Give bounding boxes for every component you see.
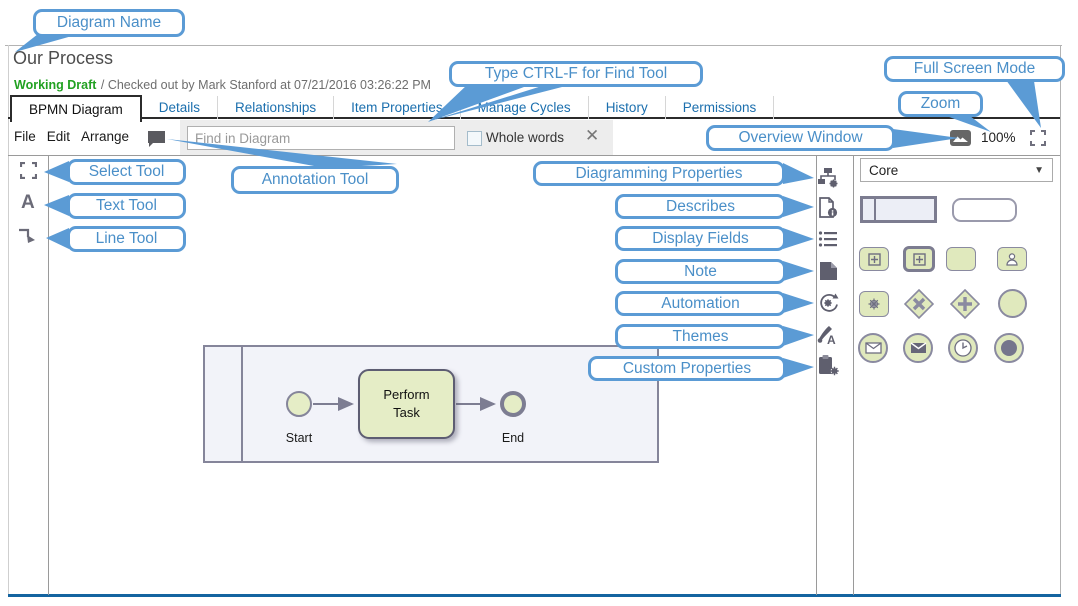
custom-properties-icon[interactable] xyxy=(818,354,840,377)
svg-text:A: A xyxy=(827,333,836,346)
automation-icon[interactable] xyxy=(817,292,839,314)
menu-arrange[interactable]: Arrange xyxy=(81,129,130,144)
bpmn-lane-header[interactable] xyxy=(205,347,243,461)
palette-shape-task[interactable] xyxy=(946,247,976,271)
callout-full-screen: Full Screen Mode xyxy=(884,56,1065,82)
palette-shape-parallel-gateway[interactable] xyxy=(950,289,980,319)
bpmn-start-event[interactable] xyxy=(286,391,312,417)
tab-item-properties[interactable]: Item Properties xyxy=(334,96,461,119)
menu-bar: File Edit Arrange xyxy=(14,129,129,144)
tab-relationships[interactable]: Relationships xyxy=(218,96,335,119)
palette-shape-end-event[interactable] xyxy=(994,333,1024,363)
tab-details[interactable]: Details xyxy=(142,96,219,119)
callout-custom-properties: Custom Properties xyxy=(588,356,786,381)
status-badge: Working Draft xyxy=(14,78,97,92)
annotation-tool-icon[interactable] xyxy=(147,130,166,147)
callout-note: Note xyxy=(615,259,786,284)
tab-bpmn-diagram[interactable]: BPMN Diagram xyxy=(10,95,142,122)
palette-shape-call-activity[interactable] xyxy=(903,246,935,272)
callout-overview-window: Overview Window xyxy=(706,125,895,151)
palette-dropdown[interactable]: Core ▼ xyxy=(860,158,1053,182)
window-top-border xyxy=(5,45,1062,46)
callout-diagramming-properties: Diagramming Properties xyxy=(533,161,785,186)
text-tool-icon[interactable]: A xyxy=(21,192,35,213)
palette-shape-pool[interactable] xyxy=(860,196,937,223)
fullscreen-icon[interactable] xyxy=(1030,130,1046,146)
describes-icon[interactable] xyxy=(818,197,839,219)
callout-describes: Describes xyxy=(615,194,786,219)
tab-history[interactable]: History xyxy=(589,96,666,119)
callout-line-tool: Line Tool xyxy=(67,226,186,252)
palette-shape-message-throw-event[interactable] xyxy=(903,333,933,363)
palette-shape-user-task[interactable] xyxy=(997,247,1027,271)
palette-shape-message-start-event[interactable] xyxy=(858,333,888,363)
callout-zoom: Zoom xyxy=(898,91,983,117)
callout-select-tool: Select Tool xyxy=(67,159,186,185)
window-left-border xyxy=(8,45,9,595)
tab-bar: BPMN Diagram Details Relationships Item … xyxy=(10,95,775,122)
select-tool-icon[interactable] xyxy=(20,162,37,179)
close-find-icon[interactable]: ✕ xyxy=(585,126,600,145)
whole-words-checkbox[interactable] xyxy=(467,131,482,146)
bpmn-task-label: Perform Task xyxy=(383,386,430,420)
overview-window-icon[interactable] xyxy=(950,130,971,146)
callout-diagram-name: Diagram Name xyxy=(33,9,185,37)
callout-text-tool: Text Tool xyxy=(67,193,186,219)
palette-shape-timer-event[interactable] xyxy=(948,333,978,363)
chevron-down-icon: ▼ xyxy=(1034,164,1044,176)
callout-themes: Themes xyxy=(615,324,786,349)
palette-shape-subprocess[interactable] xyxy=(859,247,889,271)
bpmn-task[interactable]: Perform Task xyxy=(358,369,455,439)
page-title: Our Process xyxy=(13,48,114,68)
callout-display-fields: Display Fields xyxy=(615,226,786,251)
checkout-info: / Checked out by Mark Stanford at 07/21/… xyxy=(100,78,431,92)
palette-dropdown-value: Core xyxy=(869,162,899,178)
note-icon[interactable] xyxy=(819,261,838,281)
diagramming-properties-icon[interactable] xyxy=(817,167,839,189)
tab-permissions[interactable]: Permissions xyxy=(666,96,775,119)
window-right-border xyxy=(1060,45,1061,595)
bpmn-start-label: Start xyxy=(285,431,313,445)
bpmn-end-event[interactable] xyxy=(500,391,526,417)
palette-shape-start-event[interactable] xyxy=(998,289,1027,318)
themes-icon[interactable]: A xyxy=(817,324,840,346)
palette-shape-exclusive-gateway[interactable] xyxy=(904,289,934,319)
palette-shape-rounded-rectangle[interactable] xyxy=(952,198,1017,222)
callout-automation: Automation xyxy=(615,291,786,316)
menu-edit[interactable]: Edit xyxy=(46,129,71,144)
bpmn-connectors xyxy=(313,397,496,411)
callout-annotation-tool: Annotation Tool xyxy=(231,166,399,194)
display-fields-icon[interactable] xyxy=(818,230,838,248)
bpmn-end-label: End xyxy=(501,431,525,445)
callout-find-tool: Type CTRL-F for Find Tool xyxy=(449,61,703,87)
bpmn-pool[interactable] xyxy=(203,345,659,463)
tab-manage-cycles[interactable]: Manage Cycles xyxy=(461,96,589,119)
line-tool-icon[interactable] xyxy=(17,226,39,246)
whole-words-label: Whole words xyxy=(486,130,565,145)
zoom-level[interactable]: 100% xyxy=(981,130,1016,145)
palette-shape-service-task[interactable] xyxy=(859,291,889,317)
menu-file[interactable]: File xyxy=(14,129,36,144)
window-bottom-bar xyxy=(8,594,1061,597)
